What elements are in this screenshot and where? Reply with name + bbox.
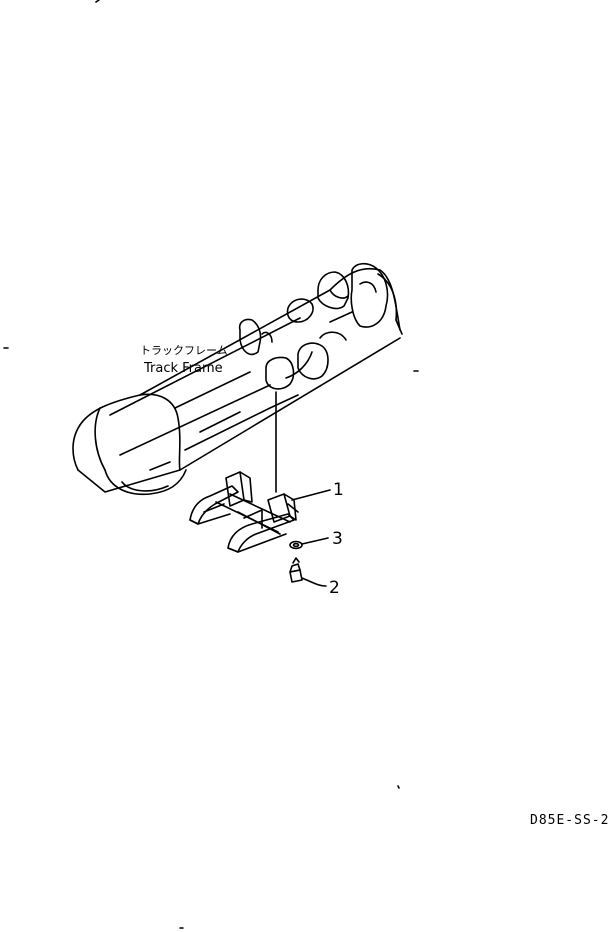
scan-speck: [95, 0, 100, 3]
leader-line-2: [301, 577, 327, 587]
callout-part-3: 3: [332, 529, 343, 549]
leader-line-1: [291, 489, 331, 501]
washer-illustration: [289, 540, 303, 550]
leader-line-3: [301, 537, 329, 545]
callout-part-1: 1: [333, 480, 344, 500]
bolt-illustration: [289, 557, 303, 583]
track-frame-illustration: [72, 262, 403, 496]
guard-bracket-illustration: [189, 471, 299, 553]
track-frame-label-jp: トラックフレーム: [140, 344, 228, 357]
scan-speck: [397, 785, 400, 789]
drawing-code: D85E-SS-2: [530, 813, 610, 828]
callout-part-2: 2: [329, 578, 340, 598]
track-frame-label-en: Track Frame: [144, 361, 223, 376]
